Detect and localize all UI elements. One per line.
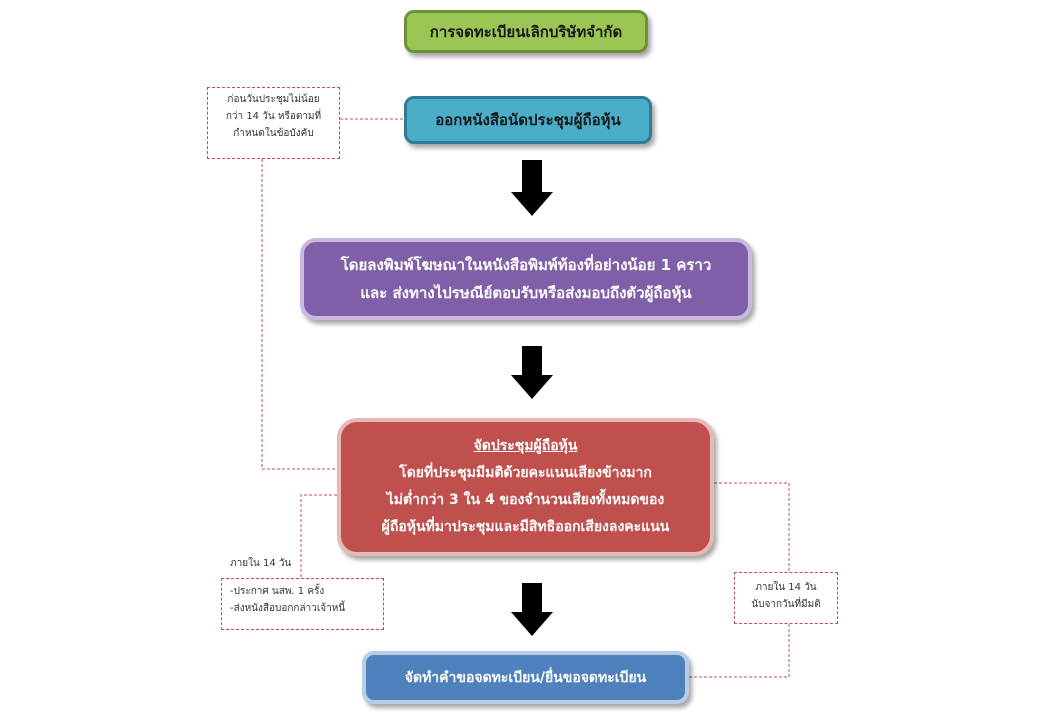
note-resolution-line-1: ภายใน 14 วัน	[755, 582, 817, 593]
meeting-line-2: ไม่ต่ำกว่า 3 ใน 4 ของจำนวนเสียงทั้งหมดขอ…	[386, 492, 665, 508]
connector-meeting-to-announce	[300, 494, 337, 578]
publish-box: โดยลงพิมพ์โฆษณาในหนังสือพิมพ์ท้องที่อย่า…	[300, 238, 752, 320]
register-box: จัดทำคำขอจดทะเบียน/ยื่นขอจดทะเบียน	[362, 651, 689, 704]
arrow-down-3	[511, 583, 553, 636]
note-within-label: ภายใน 14 วัน	[230, 558, 292, 569]
note-before-line-1: ก่อนวันประชุมไม่น้อย	[227, 94, 320, 105]
notice-label: ออกหนังสือนัดประชุมผู้ถือหุ้น	[435, 111, 621, 129]
title-label: การจดทะเบียนเลิกบริษัทจำกัด	[429, 22, 623, 41]
note-announce: -ประกาศ นสพ. 1 ครั้ง -ส่งหนังสือบอกกล่าว…	[221, 578, 384, 630]
note-resolution-line-2: นับจากวันที่มีมติ	[751, 599, 821, 610]
connector-resolution-to-register	[689, 624, 790, 678]
meeting-line-3: ผู้ถือหุ้นที่มาประชุมและมีสิทธิออกเสียงล…	[381, 519, 670, 535]
note-announce-line-2: -ส่งหนังสือบอกกล่าวเจ้าหนี้	[230, 603, 346, 614]
register-label: จัดทำคำขอจดทะเบียน/ยื่นขอจดทะเบียน	[404, 669, 647, 686]
publish-line-2: และ ส่งทางไปรษณีย์ตอบรับหรือส่งมอบถึงตัว…	[360, 284, 692, 302]
connector-note-to-meeting	[261, 159, 337, 470]
arrow-down-1	[511, 160, 553, 216]
notice-box: ออกหนังสือนัดประชุมผู้ถือหุ้น	[404, 96, 652, 144]
note-before-line-2: กว่า 14 วัน หรือตามที่	[225, 111, 322, 122]
note-before-meeting: ก่อนวันประชุมไม่น้อย กว่า 14 วัน หรือตาม…	[207, 87, 340, 159]
arrow-down-2	[511, 346, 553, 399]
connector-meeting-to-resolution	[714, 482, 790, 572]
title-box: การจดทะเบียนเลิกบริษัทจำกัด	[404, 10, 648, 53]
meeting-heading: จัดประชุมผู้ถือหุ้น	[473, 438, 578, 454]
publish-line-1: โดยลงพิมพ์โฆษณาในหนังสือพิมพ์ท้องที่อย่า…	[340, 256, 712, 274]
note-resolution: ภายใน 14 วัน นับจากวันที่มีมติ	[734, 572, 838, 624]
meeting-line-1: โดยที่ประชุมมีมติด้วยคะแนนเสียงข้างมาก	[399, 465, 652, 481]
meeting-box: จัดประชุมผู้ถือหุ้น โดยที่ประชุมมีมติด้ว…	[337, 418, 714, 556]
note-announce-line-1: -ประกาศ นสพ. 1 ครั้ง	[230, 586, 325, 597]
note-before-line-3: กำหนดในข้อบังคับ	[233, 128, 314, 139]
